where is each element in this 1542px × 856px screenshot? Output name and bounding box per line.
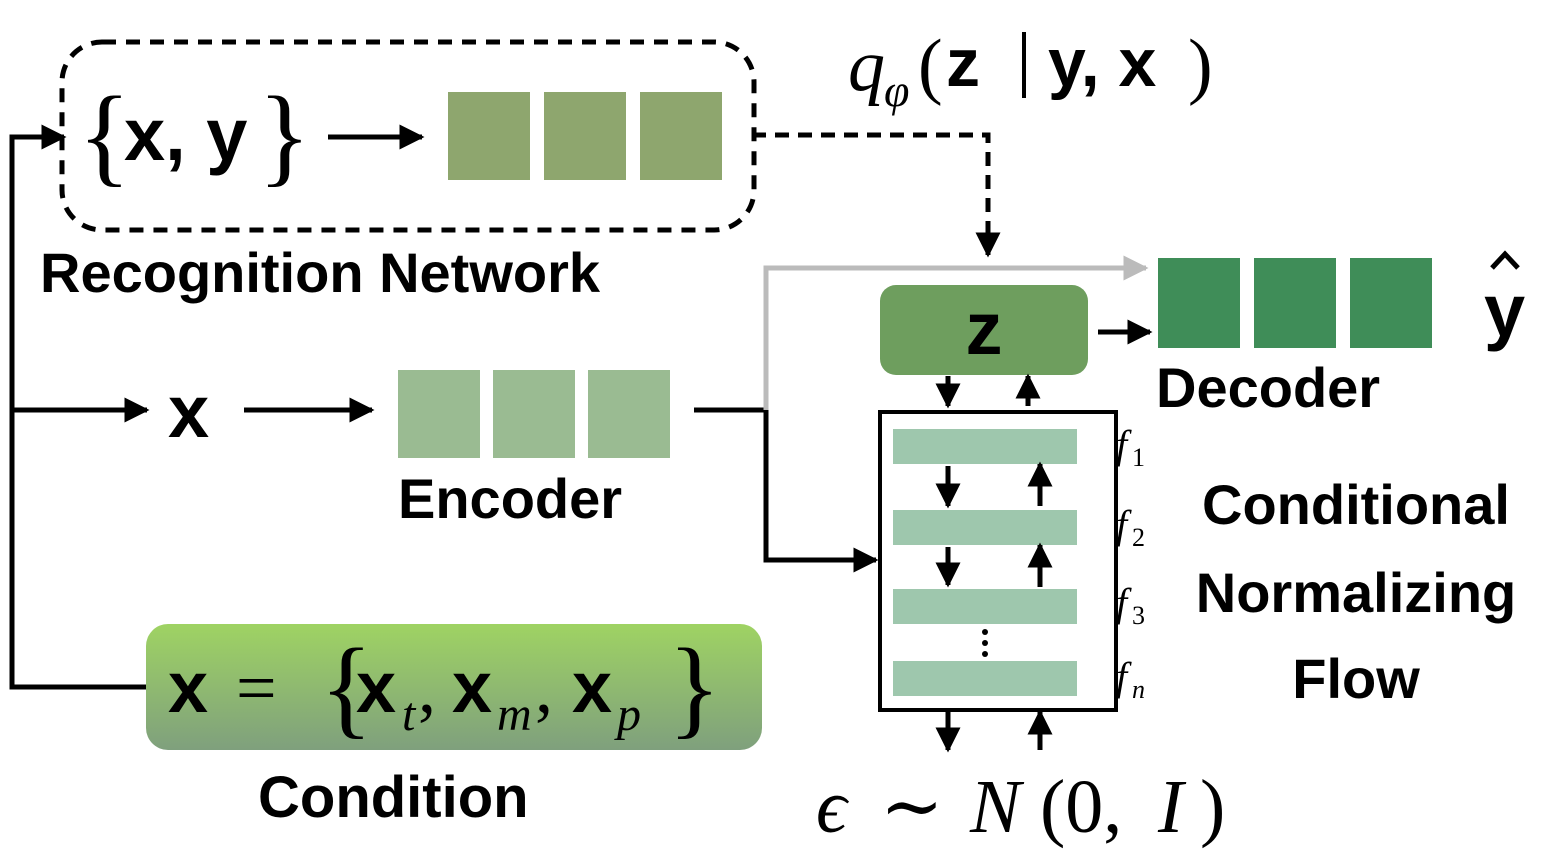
flow-label-line-2: Normalizing [1196,561,1516,624]
svg-text:z: z [946,25,980,101]
svg-text:3: 3 [1132,601,1145,630]
svg-text:y: y [1484,269,1525,352]
svg-text:n: n [1132,675,1145,704]
recognition-block [544,92,626,180]
decoder-block [1158,258,1240,348]
decoder-block [1350,258,1432,348]
recognition-to-latent-arrow [752,132,1001,258]
svg-text:,: , [535,648,553,728]
svg-text:(: ( [918,25,943,107]
svg-text:f: f [1116,502,1132,547]
svg-text:y, x: y, x [1048,25,1157,101]
flow-layer [893,589,1077,624]
svg-text:m: m [497,688,532,741]
decoder-blocks [1158,258,1432,348]
svg-text:(0,: (0, [1040,765,1122,849]
svg-text:,: , [418,648,436,728]
svg-text:x: x [572,648,612,728]
svg-text:N: N [969,765,1025,849]
base-distribution: ϵ ∼ N (0, I ) [816,765,1225,849]
flow-layers [893,429,1077,696]
encoder-to-decoder-skip-arrow [763,255,1149,410]
flow-label-line-3: Flow [1292,647,1420,710]
flow-layer-label-f3: f 3 [1116,580,1145,630]
svg-text:=: = [236,648,277,728]
flow-layer-label-f2: f 2 [1116,502,1145,552]
svg-text:x: x [356,648,396,728]
flow-layer [893,661,1077,696]
encoder-blocks [398,370,670,458]
latent-symbol: z [966,287,1003,370]
svg-text:q: q [848,25,885,107]
svg-text:x: x [452,648,492,728]
encoder-label: Encoder [398,467,622,530]
svg-text:I: I [1157,765,1187,849]
encoder-block [493,370,575,458]
decoder-output: y [1484,250,1525,352]
condition-formula: x = { x t , x m , x p } [168,626,721,748]
svg-text:{: { [78,74,131,196]
svg-text:): ) [1200,765,1225,849]
recognition-network-label: Recognition Network [40,241,601,304]
recognition-block [640,92,722,180]
posterior-label: q φ ( z y, x ) [848,25,1213,116]
flow-box [878,410,1118,712]
svg-text:t: t [402,688,417,741]
encoder-input-symbol: x [168,370,209,453]
encoder-block [398,370,480,458]
svg-text:f: f [1116,654,1132,699]
flow-label-line-1: Conditional [1202,473,1510,536]
svg-text:f: f [1116,422,1132,467]
recognition-input: { x, y } [78,74,311,196]
condition-label: Condition [258,765,529,830]
recognition-network-blocks [448,92,722,180]
svg-text:{: { [320,626,373,748]
flow-layer-label-fn: f n [1116,654,1145,704]
recognition-block [448,92,530,180]
svg-text:): ) [1188,25,1213,107]
flow-layer [893,510,1077,545]
svg-text:ϵ: ϵ [816,765,850,849]
flow-arrows [935,373,1053,753]
svg-text:2: 2 [1132,523,1145,552]
svg-text:p: p [614,688,641,741]
encoder-block [588,370,670,458]
flow-layer [893,429,1077,464]
decoder-block [1254,258,1336,348]
svg-text:1: 1 [1132,443,1145,472]
svg-text:φ: φ [884,65,909,116]
latent-box [880,285,1088,375]
flow-layer-label-f1: f 1 [1116,422,1145,472]
encoder-to-flow-arrow [694,407,879,573]
svg-text:f: f [1116,580,1132,625]
svg-text:}: } [668,626,721,748]
condition-box [146,624,762,750]
flow-layer-labels: f 1 f 2 f 3 f n [1116,422,1145,704]
svg-text:∼: ∼ [880,765,944,849]
flow-ellipsis [982,629,988,657]
svg-text:x: x [168,648,208,728]
decoder-label: Decoder [1156,356,1380,419]
svg-text:}: } [258,74,311,196]
svg-text:x, y: x, y [124,93,247,176]
